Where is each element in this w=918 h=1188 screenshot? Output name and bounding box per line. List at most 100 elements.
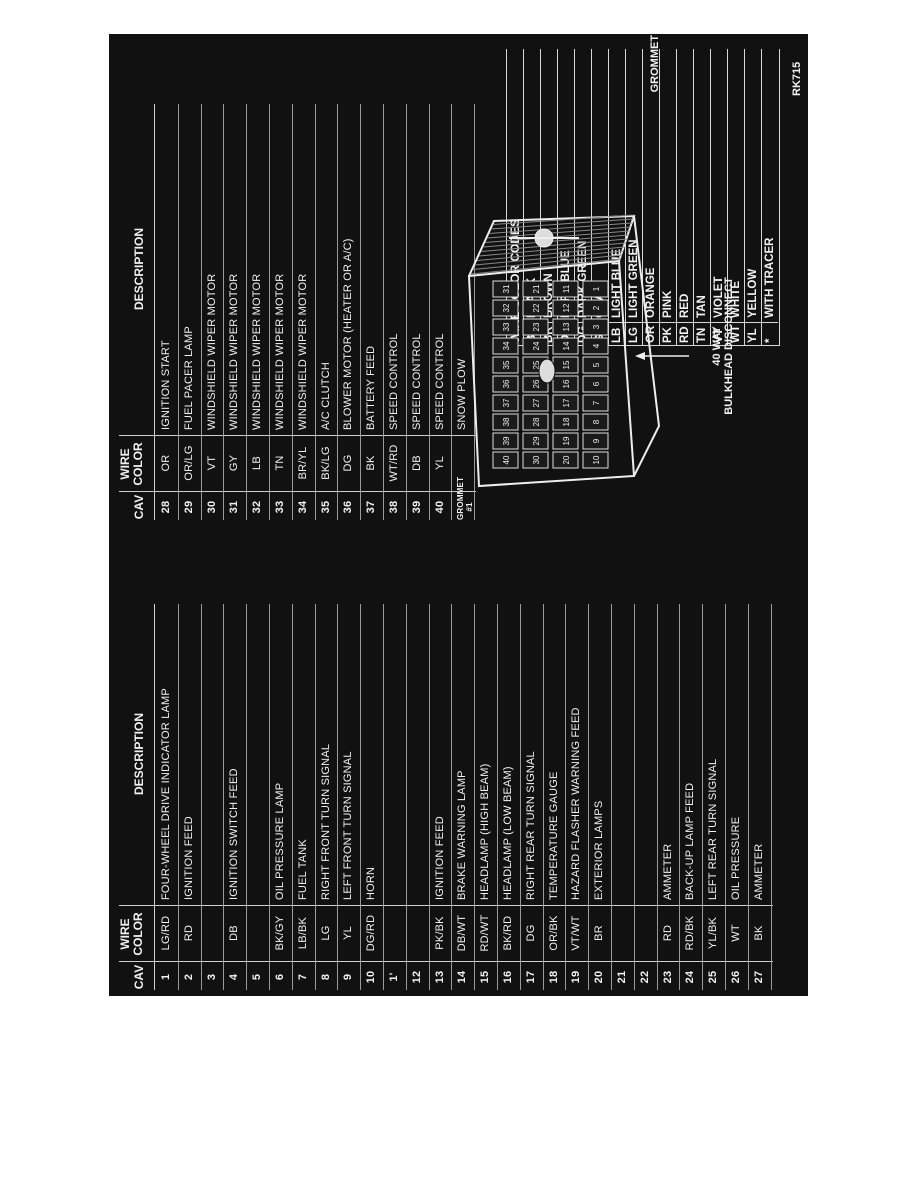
row-rule bbox=[474, 604, 476, 990]
cavity-label: 9 bbox=[592, 438, 601, 443]
cavity-cell bbox=[552, 451, 579, 469]
cavity-cell bbox=[552, 413, 579, 431]
cavity-number: 39 bbox=[410, 500, 423, 514]
row-rule bbox=[383, 104, 384, 520]
cavity-cell bbox=[522, 394, 549, 412]
circuit-description: OIL PRESSURE LAMP bbox=[274, 782, 286, 900]
cavity-cell bbox=[582, 299, 609, 317]
row-rule bbox=[360, 604, 362, 990]
cav-header: CAV bbox=[132, 964, 146, 990]
cavity-cell bbox=[582, 451, 609, 469]
key-notch bbox=[538, 358, 556, 384]
circuit-description: SPEED CONTROL bbox=[410, 333, 423, 430]
row-rule bbox=[702, 604, 704, 990]
cavity-number: 15 bbox=[479, 970, 492, 984]
row-rule bbox=[633, 604, 635, 990]
circuit-description: IGNITION SWITCH FEED bbox=[228, 768, 241, 900]
circuit-description: BACK-UP LAMP FEED bbox=[684, 782, 697, 900]
row-rule bbox=[611, 604, 612, 990]
row-rule bbox=[337, 604, 339, 990]
wire-color: YL bbox=[342, 926, 355, 940]
circuit-description: RIGHT REAR TURN SIGNAL bbox=[524, 751, 537, 900]
cavity-label: 11 bbox=[562, 284, 571, 293]
connector-label: 40 WAY BULKHEAD DISCONNECT bbox=[711, 277, 735, 415]
wire-color: VT bbox=[205, 455, 218, 471]
legend-divider bbox=[694, 322, 710, 323]
cavity-number: 1' bbox=[388, 972, 400, 982]
cav-header: CAV bbox=[132, 494, 146, 520]
col-divider bbox=[119, 961, 773, 962]
row-rule bbox=[497, 604, 498, 990]
cavity-label: 30 bbox=[532, 455, 541, 464]
wire-color: YL bbox=[433, 456, 446, 470]
cavity-cell bbox=[492, 280, 519, 298]
circuit-description: TEMPERATURE GAUGE bbox=[547, 771, 560, 901]
housing-hatch bbox=[474, 250, 624, 266]
cavity-cell bbox=[492, 375, 519, 393]
row-rule bbox=[269, 104, 270, 520]
wire-color: BK bbox=[752, 925, 765, 941]
cavity-cell bbox=[492, 299, 519, 317]
housing-hatch bbox=[482, 234, 629, 248]
cavity-number: 21 bbox=[616, 970, 628, 984]
cavity-cell bbox=[492, 451, 519, 469]
cavity-cell bbox=[582, 413, 609, 431]
circuit-description: LEFT FRONT TURN SIGNAL bbox=[342, 751, 355, 900]
row-rule bbox=[770, 604, 772, 990]
cavity-number: 4 bbox=[228, 973, 241, 981]
cavity-label: 16 bbox=[562, 379, 571, 388]
cavity-cell bbox=[492, 432, 519, 450]
circuit-description: HEADLAMP (HIGH BEAM) bbox=[479, 763, 492, 900]
circuit-description: RIGHT FRONT TURN SIGNAL bbox=[319, 743, 332, 900]
housing-hatch bbox=[490, 218, 634, 230]
row-rule bbox=[200, 104, 202, 520]
row-rule bbox=[405, 104, 407, 520]
wire-color: VT/WT bbox=[570, 915, 583, 951]
row-rule bbox=[314, 104, 316, 520]
cavity-label: 28 bbox=[532, 417, 541, 426]
cavity-number: 31 bbox=[228, 500, 241, 514]
wire-color: BK/GY bbox=[274, 915, 286, 951]
cavity-number: 36 bbox=[342, 500, 355, 514]
bulkhead-connector-diagram: 4039383736353433323130292827262524232221… bbox=[467, 214, 689, 488]
cavity-label: 21 bbox=[532, 284, 541, 293]
col-divider bbox=[119, 491, 477, 492]
cavity-number: 17 bbox=[524, 970, 537, 984]
wire-color: LB bbox=[251, 456, 264, 470]
row-rule bbox=[223, 604, 225, 990]
color-code: YL bbox=[747, 328, 759, 343]
wire-color: RD/BK bbox=[684, 915, 697, 951]
circuit-description: FUEL PACER LAMP bbox=[182, 326, 195, 430]
wire-color: OR/BK bbox=[547, 915, 560, 951]
cavity-cell bbox=[552, 432, 579, 450]
cavity-cell bbox=[522, 299, 549, 317]
row-rule bbox=[656, 604, 658, 990]
wire-color: BK/RD bbox=[502, 915, 514, 951]
row-rule bbox=[747, 604, 749, 990]
wire-color: BR bbox=[593, 925, 606, 941]
wire-color: BR/YL bbox=[296, 446, 309, 480]
cavity-label: 23 bbox=[532, 322, 541, 331]
wire-color: TN bbox=[274, 455, 286, 471]
description-header: DESCRIPTION bbox=[132, 228, 146, 311]
cavity-cell bbox=[522, 451, 549, 469]
circuit-description: LEFT REAR TURN SIGNAL bbox=[707, 758, 720, 900]
cavity-number: 12 bbox=[410, 970, 423, 984]
cavity-number: 30 bbox=[205, 500, 218, 514]
housing-hatch bbox=[492, 214, 635, 225]
cavity-cell bbox=[522, 318, 549, 336]
wire-color: DB/WT bbox=[456, 914, 469, 952]
cavity-number: 13 bbox=[433, 970, 446, 984]
wire-color: LG bbox=[319, 925, 332, 941]
cavity-label: 1 bbox=[592, 286, 601, 291]
cavity-number: 35 bbox=[319, 500, 332, 514]
cavity-cell bbox=[492, 337, 519, 355]
cavity-label: 36 bbox=[502, 379, 511, 388]
cavity-cell bbox=[492, 394, 519, 412]
color-name: TAN bbox=[696, 295, 708, 318]
housing-hatch bbox=[478, 242, 626, 257]
housing-hatch bbox=[488, 222, 632, 234]
row-rule bbox=[428, 104, 430, 520]
cavity-number: 28 bbox=[160, 500, 172, 514]
